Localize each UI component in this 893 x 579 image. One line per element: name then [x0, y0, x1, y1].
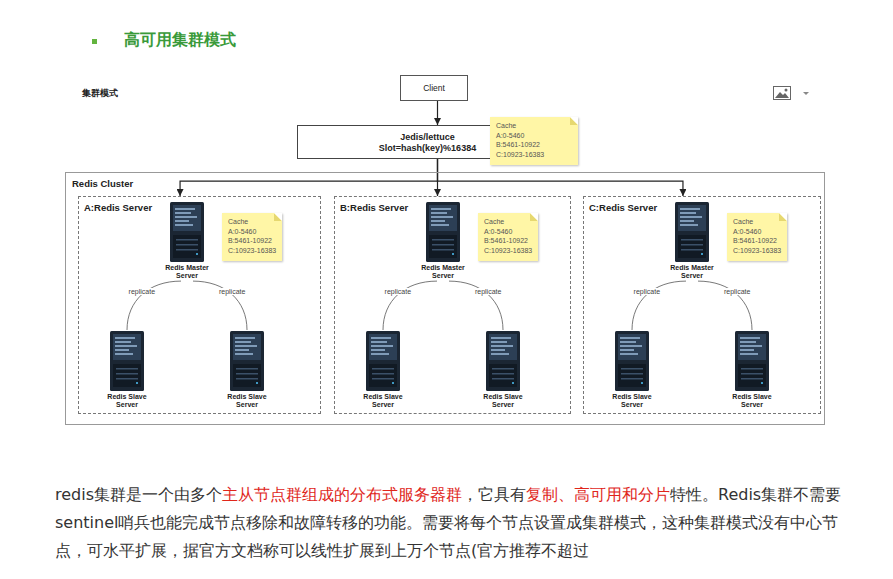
- server-label: Redis Slave Server: [101, 393, 153, 409]
- note-text: B:5461-10922: [733, 236, 781, 246]
- cache-note: CacheA:0-5460B:5461-10922C:10923-16383: [222, 213, 282, 261]
- note-text: A:0-5460: [733, 227, 781, 237]
- replicate-line: [383, 281, 437, 330]
- server-label: Redis Slave Server: [357, 393, 409, 409]
- note-text: B:5461-10922: [228, 236, 276, 246]
- note-text: B:5461-10922: [484, 236, 532, 246]
- client-box: Client: [400, 75, 468, 101]
- server-label: Redis Master Server: [666, 264, 718, 280]
- cache-note: CacheA:0-5460B:5461-10922C:10923-16383: [490, 117, 578, 165]
- note-text: A:0-5460: [228, 227, 276, 237]
- server-label: Redis Master Server: [417, 264, 469, 280]
- note-text: C:10923-16383: [484, 246, 532, 256]
- title-text: 高可用集群模式: [124, 30, 236, 51]
- note-text: Cache: [484, 217, 532, 227]
- node-text: B:Redis Server: [335, 200, 413, 215]
- paragraph-text: ，它具有: [462, 485, 526, 504]
- server-label: Redis Slave Server: [221, 393, 273, 409]
- paragraph-text: redis集群是一个由多个: [55, 485, 222, 504]
- image-icon: [773, 86, 813, 102]
- server-node: Redis Master Server: [154, 202, 220, 280]
- server-node: Redis Slave Server: [92, 331, 162, 409]
- note-text: C:10923-16383: [733, 246, 781, 256]
- edge-label: replicate: [383, 288, 413, 295]
- bullet-square: [92, 39, 97, 44]
- server-node: Redis Slave Server: [212, 331, 282, 409]
- replicate-line: [632, 281, 686, 330]
- note-text: A:0-5460: [484, 227, 532, 237]
- cache-note: CacheA:0-5460B:5461-10922C:10923-16383: [727, 213, 787, 261]
- server-group: B:Redis ServerRedis Master Server CacheA:…: [334, 196, 571, 414]
- note-text: Cache: [228, 217, 276, 227]
- replicate-line: [449, 281, 503, 330]
- server-node: Redis Master Server: [410, 202, 476, 280]
- request-arrow: [437, 101, 438, 125]
- note-text: A:0-5460: [496, 131, 572, 141]
- paragraph-text: 主从节点群组成的分布式服务器群: [222, 485, 462, 504]
- edge-label: replicate: [632, 288, 662, 295]
- edge-label: replicate: [217, 288, 247, 295]
- note-text: B:5461-10922: [496, 140, 572, 150]
- server-group: A:Redis ServerRedis Master Server CacheA:…: [78, 196, 321, 414]
- node-text: A:Redis Server: [79, 200, 157, 215]
- server-label: Redis Slave Server: [477, 393, 529, 409]
- cache-note: CacheA:0-5460B:5461-10922C:10923-16383: [478, 213, 538, 261]
- note-text: Cache: [733, 217, 781, 227]
- note-text: C:10923-16383: [228, 246, 276, 256]
- cluster-region: Redis ClusterA:Redis ServerRedis Master …: [65, 172, 825, 425]
- replicate-line: [127, 281, 181, 330]
- note-text: Cache: [496, 121, 572, 131]
- server-node: Redis Slave Server: [348, 331, 418, 409]
- replicate-line: [698, 281, 752, 330]
- edge-label: replicate: [127, 288, 157, 295]
- server-node: Redis Slave Server: [597, 331, 667, 409]
- section-label: 集群模式: [82, 87, 118, 100]
- node-text: C:Redis Server: [584, 200, 662, 215]
- description-paragraph: redis集群是一个由多个主从节点群组成的分布式服务器群，它具有复制、高可用和分…: [55, 481, 845, 565]
- server-label: Redis Slave Server: [726, 393, 778, 409]
- edge-label: replicate: [473, 288, 503, 295]
- server-node: Redis Slave Server: [717, 331, 787, 409]
- replicate-line: [193, 281, 247, 330]
- server-label: Redis Master Server: [161, 264, 213, 280]
- edge-label: replicate: [722, 288, 752, 295]
- server-node: Redis Master Server: [659, 202, 725, 280]
- server-group: C:Redis ServerRedis Master Server CacheA:…: [583, 196, 821, 414]
- paragraph-text: 复制、高可用和分片: [526, 485, 670, 504]
- node-text: Client: [401, 76, 467, 100]
- node-text: Redis Cluster: [66, 176, 139, 191]
- request-arrow: [180, 159, 437, 196]
- server-label: Redis Slave Server: [606, 393, 658, 409]
- note-text: C:10923-16383: [496, 150, 572, 160]
- server-node: Redis Slave Server: [468, 331, 538, 409]
